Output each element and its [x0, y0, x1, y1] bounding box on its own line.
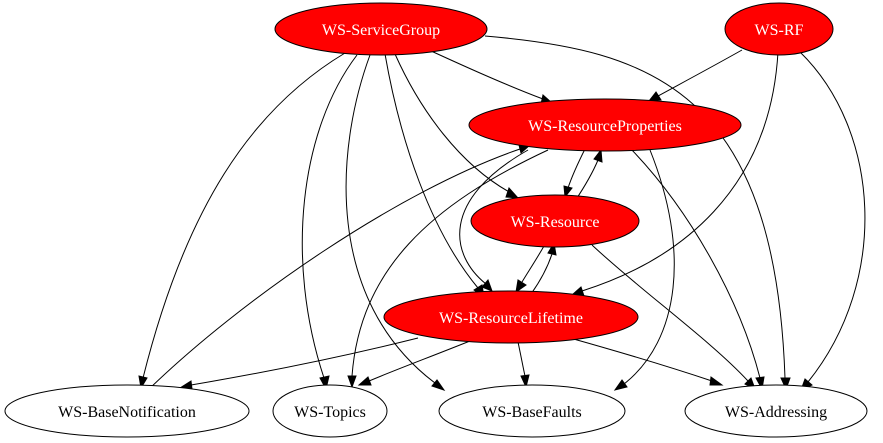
node-label: WS-ResourceLifetime [439, 310, 583, 327]
edge-resourceproperties-resourcelifetime [459, 149, 529, 292]
edge-resourcelifetime-topics [357, 340, 471, 386]
edge-resource-resourcelifetime [515, 245, 545, 294]
edge-resourceproperties-addressing [629, 147, 765, 391]
edge-rf-resourcelifetime [570, 51, 779, 297]
node-ws-resourcelifetime[interactable]: WS-ResourceLifetime [383, 290, 639, 344]
edge-servicegroup-basenotification [138, 52, 346, 390]
edge-resource-resourceproperties [574, 148, 603, 202]
node-label: WS-Topics [294, 404, 366, 421]
edge-basenotification-resourceproperties [145, 144, 532, 393]
node-label: WS-Addressing [725, 404, 827, 421]
node-label: WS-Resource [511, 214, 600, 231]
node-ws-addressing[interactable]: WS-Addressing [684, 384, 868, 438]
edge-rf-addressing [799, 51, 866, 391]
edge-servicegroup-resource [394, 53, 520, 199]
node-label: WS-BaseNotification [58, 404, 196, 421]
node-label: WS-ServiceGroup [322, 22, 440, 39]
edge-resourceproperties-topics [347, 149, 549, 389]
edge-resourceproperties-basefaults [613, 149, 675, 391]
node-ws-topics[interactable]: WS-Topics [272, 384, 388, 438]
edge-resourcelifetime-basenotification [178, 337, 419, 390]
edge-resourcelifetime-basefaults [517, 341, 530, 389]
node-label: WS-BaseFaults [482, 404, 582, 421]
edge-rf-resourceproperties [647, 49, 743, 102]
edge-servicegroup-resourceproperties [417, 44, 554, 105]
node-ws-rf[interactable]: WS-RF [724, 2, 834, 56]
edge-servicegroup-resourcelifetime [384, 53, 485, 299]
edge-resourcelifetime-resource [530, 241, 557, 295]
node-ws-resource[interactable]: WS-Resource [470, 194, 640, 248]
node-ws-basefaults[interactable]: WS-BaseFaults [438, 384, 626, 438]
node-ws-servicegroup[interactable]: WS-ServiceGroup [274, 2, 488, 56]
edge-resourcelifetime-addressing [569, 337, 724, 386]
node-ws-basenotification[interactable]: WS-BaseNotification [4, 384, 250, 438]
edge-servicegroup-topics [301, 54, 358, 391]
node-label: WS-ResourceProperties [528, 118, 682, 135]
edge-servicegroup-basefaults [345, 54, 446, 391]
edge-servicegroup-addressing [484, 35, 791, 391]
node-label: WS-RF [755, 22, 804, 39]
node-ws-resourceproperties[interactable]: WS-ResourceProperties [468, 98, 742, 152]
edge-resourceproperties-resource [563, 148, 586, 199]
